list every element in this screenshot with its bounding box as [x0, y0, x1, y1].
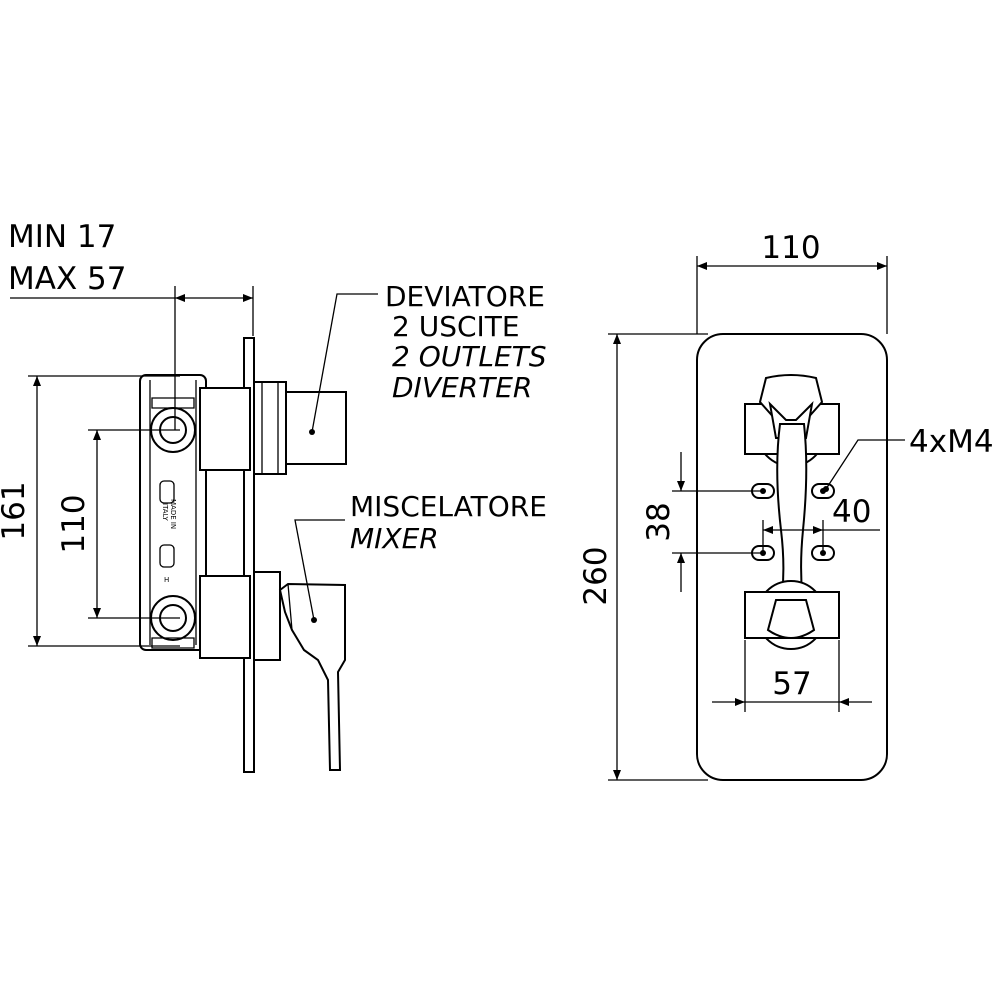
diverter-outlets-en: 2 OUTLETS — [392, 340, 547, 373]
diverter-label-en: DIVERTER — [392, 371, 532, 404]
wall-plate-side — [243, 337, 255, 773]
mixer-label-it: MISCELATORE — [350, 490, 547, 523]
depth-max-label: MAX 57 — [8, 261, 127, 297]
front-view: 110 260 — [578, 230, 994, 781]
screw-horizontal-label: 40 — [832, 494, 871, 530]
screw-spec-label: 4xM4 — [909, 424, 994, 460]
plate-height-label: 260 — [578, 546, 614, 605]
body-slot-upper — [159, 480, 175, 504]
diverter-outlets-it: 2 USCITE — [392, 310, 520, 343]
body-slot-lower — [159, 544, 175, 568]
depth-min-label: MIN 17 — [8, 219, 116, 255]
height-centers-label: 110 — [56, 494, 92, 553]
diverter-label-it: DEVIATORE — [385, 280, 545, 313]
diverter-knob — [285, 391, 347, 465]
height-total-label: 161 — [0, 481, 32, 540]
mixer-label-en: MIXER — [350, 522, 439, 555]
screw-leader — [825, 439, 905, 490]
handle-width-label: 57 — [772, 666, 811, 702]
diverter-leader — [311, 293, 378, 433]
mixer-collar — [253, 571, 281, 661]
screw-vertical-label: 38 — [641, 502, 677, 541]
mixer-cartridge — [199, 575, 251, 659]
screw-slot-top-right — [811, 483, 835, 499]
body-marking-italy: ITALY — [161, 503, 169, 522]
mixer-handle-front — [744, 580, 840, 650]
diverter-collar — [253, 381, 287, 475]
side-view: MADE IN ITALY H MIN 1 — [0, 219, 547, 773]
diverter-cartridge — [199, 387, 251, 471]
body-marking-made-in: MADE IN — [169, 499, 177, 529]
body-marking-h: H — [164, 576, 169, 584]
mixer-leader — [294, 519, 345, 621]
plate-width-label: 110 — [761, 230, 820, 266]
